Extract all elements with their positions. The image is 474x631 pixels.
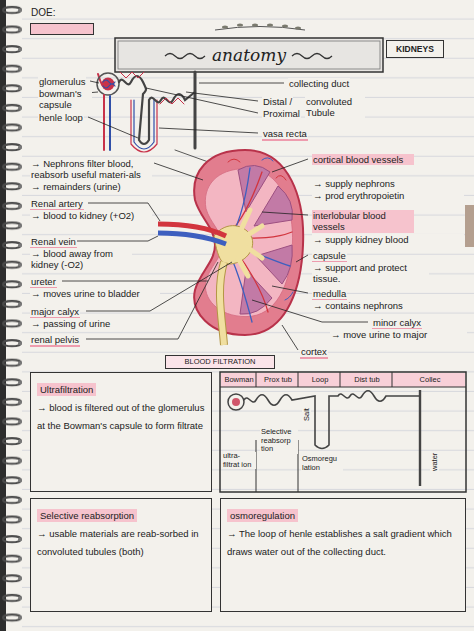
ureter-outline xyxy=(220,262,224,345)
part-label: collecting duct xyxy=(288,78,350,89)
table-cell: ultra-filtrat ion xyxy=(222,452,256,469)
part-label: → Nephrons filter blood, reabsorb useful… xyxy=(30,158,152,192)
node-heading: DOE: xyxy=(30,7,56,18)
part-label: → moves urine to bladder xyxy=(30,288,160,299)
table-cell: Loop xyxy=(299,375,341,384)
table-frame xyxy=(220,372,466,492)
part-label: cortex xyxy=(300,346,328,359)
table-cell: Salt xyxy=(302,407,311,422)
part-label: Distal / xyxy=(262,96,293,107)
table-cell: Dist tub xyxy=(341,375,393,384)
part-label: interlobular blood vessels xyxy=(312,210,414,233)
table-cell: water xyxy=(430,452,439,472)
table-cell: Osmoregu lation xyxy=(301,455,343,472)
capsule-sketch xyxy=(228,394,244,410)
note-box: osmoregulation → The loop of henle establ… xyxy=(220,498,466,612)
page-tab xyxy=(465,205,474,247)
node-body: → usable materials are reab-sorbed in co… xyxy=(37,525,205,561)
part-label: convoluted Tubule xyxy=(305,96,365,119)
date-box xyxy=(30,23,94,35)
part-label: henle loop xyxy=(38,112,84,123)
part-label: → blood away from kidney (-O2) xyxy=(30,248,132,271)
filtration-table xyxy=(220,372,466,492)
node-heading: Selective reabsorption xyxy=(37,509,137,522)
part-label: glomerulus xyxy=(38,76,86,87)
garland xyxy=(215,27,305,31)
banner-frame xyxy=(115,38,383,72)
title-banner xyxy=(115,23,383,72)
part-label: vasa recta xyxy=(262,128,308,141)
note-box: Selective reabsorption → usable materials… xyxy=(30,498,212,612)
node-heading: KIDNEYS xyxy=(396,44,434,54)
glomerulus-sketch xyxy=(232,398,240,406)
topic-tab: KIDNEYS xyxy=(386,40,444,58)
part-label: → contains nephrons xyxy=(312,300,464,311)
node-body: → blood is filtered out of the glomerulu… xyxy=(37,399,205,435)
duct-sketch xyxy=(419,390,421,486)
renal-artery xyxy=(158,224,226,236)
part-label: → passing of urine xyxy=(30,318,152,329)
table-rules xyxy=(220,372,466,492)
node-body: → The loop of henle establishes a salt g… xyxy=(227,525,459,561)
part-label: → support and protect tissue. xyxy=(312,262,429,285)
part-label: → supply nephrons xyxy=(312,178,464,189)
note-box: Ultrafiltration → blood is filtered out o… xyxy=(30,372,212,492)
table-cell: Prox tub xyxy=(257,375,299,384)
table-cell: Selective reabsorp tion xyxy=(260,428,298,454)
part-label: → supply kidney blood xyxy=(312,234,464,245)
garland-leaves xyxy=(222,23,301,29)
renal-vein xyxy=(158,233,226,244)
node-heading: osmoregulation xyxy=(227,509,298,522)
part-label: cortical blood vessels xyxy=(312,154,414,165)
part-label: → prod erythropoietin xyxy=(312,190,464,201)
table-cell: Collec xyxy=(393,375,467,384)
kidney-drawing xyxy=(158,150,303,345)
kidney-cortex xyxy=(194,150,303,335)
node-heading: BLOOD FILTRATION xyxy=(185,357,256,366)
section-band: BLOOD FILTRATION xyxy=(165,355,275,369)
calyces xyxy=(238,210,262,276)
part-label: → blood to kidney (+O2) xyxy=(30,210,152,221)
spiral-binding xyxy=(0,0,24,631)
ruled-lines xyxy=(22,0,474,631)
table-cell: Bowman xyxy=(221,375,257,384)
nephron-drawing xyxy=(97,72,225,168)
date-field: DOE: xyxy=(30,6,102,42)
diagram-title: anatomy xyxy=(115,38,383,72)
part-label: renal pelvis xyxy=(30,334,80,347)
part-label: → move urine to major xyxy=(330,329,467,340)
part-label: bowman's capsule xyxy=(38,88,92,111)
part-label: Proximal xyxy=(262,108,301,119)
ureter xyxy=(220,262,224,345)
node-heading: Ultrafiltration xyxy=(37,383,96,396)
